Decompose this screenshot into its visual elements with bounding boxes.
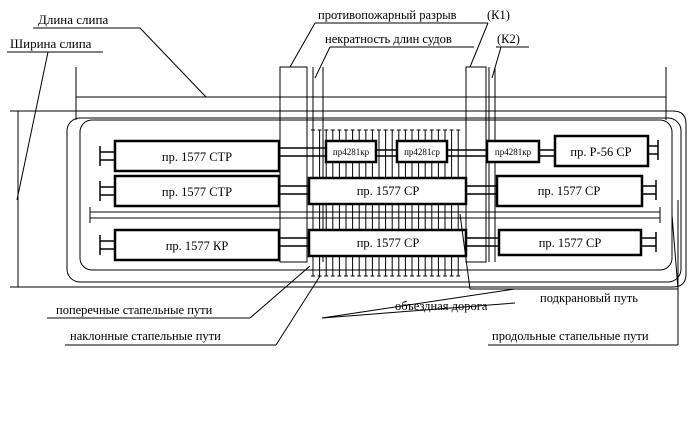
label-longitudinal-tracks: продольные стапельные пути <box>492 329 649 343</box>
ship-label-row2-center: пр. 1577 СР <box>357 184 420 198</box>
label-k1: (К1) <box>487 8 510 22</box>
ship-row3-right <box>497 228 643 257</box>
label-fire-break: противопожарный разрыв <box>318 8 457 22</box>
fire-break-k1 <box>279 66 308 263</box>
ship-row2-left <box>113 174 281 208</box>
ship-label-row2-left: пр. 1577 СТР <box>162 185 232 199</box>
ship-row2-right <box>495 174 644 208</box>
bypass-road-outline <box>79 119 673 271</box>
ship-row2-center <box>307 176 468 206</box>
ship-label-row1-right: пр. Р-56 СР <box>570 145 631 159</box>
ship-label-row3-left: пр. 1577 КР <box>166 239 229 253</box>
label-inclined-tracks: наклонные стапельные пути <box>70 329 221 343</box>
label-bypass-road: объездная дорога <box>395 299 488 313</box>
ship-label-row3-right: пр. 1577 СР <box>539 236 602 250</box>
ship-row1-k2 <box>395 139 449 164</box>
label-slip-width: Ширина слипа <box>10 36 92 51</box>
label-crane-track: подкрановый путь <box>540 291 638 305</box>
label-k2: (К2) <box>497 32 520 46</box>
ship-label-row2-right: пр. 1577 СР <box>538 184 601 198</box>
ship-label-row1-k3: пр4281кр <box>495 147 532 157</box>
ship-row1-k1 <box>324 139 378 164</box>
ship-label-row1-k1: пр4281кр <box>333 147 370 157</box>
ship-label-row1-k2: пр4281ср <box>404 147 440 157</box>
ship-row1-right <box>553 134 650 168</box>
ship-row1-k3 <box>485 139 541 164</box>
ship-label-row1-left: пр. 1577 СТР <box>162 150 232 164</box>
label-slip-length: Длина слипа <box>38 12 108 27</box>
ship-label-row3-center: пр. 1577 СР <box>357 236 420 250</box>
label-length-mismatch: некратность длин судов <box>325 32 452 46</box>
inner-area-outline <box>66 117 682 283</box>
ship-row3-center <box>307 228 468 258</box>
label-transverse-tracks: поперечные стапельные пути <box>56 303 213 317</box>
ship-row3-left <box>113 228 281 262</box>
